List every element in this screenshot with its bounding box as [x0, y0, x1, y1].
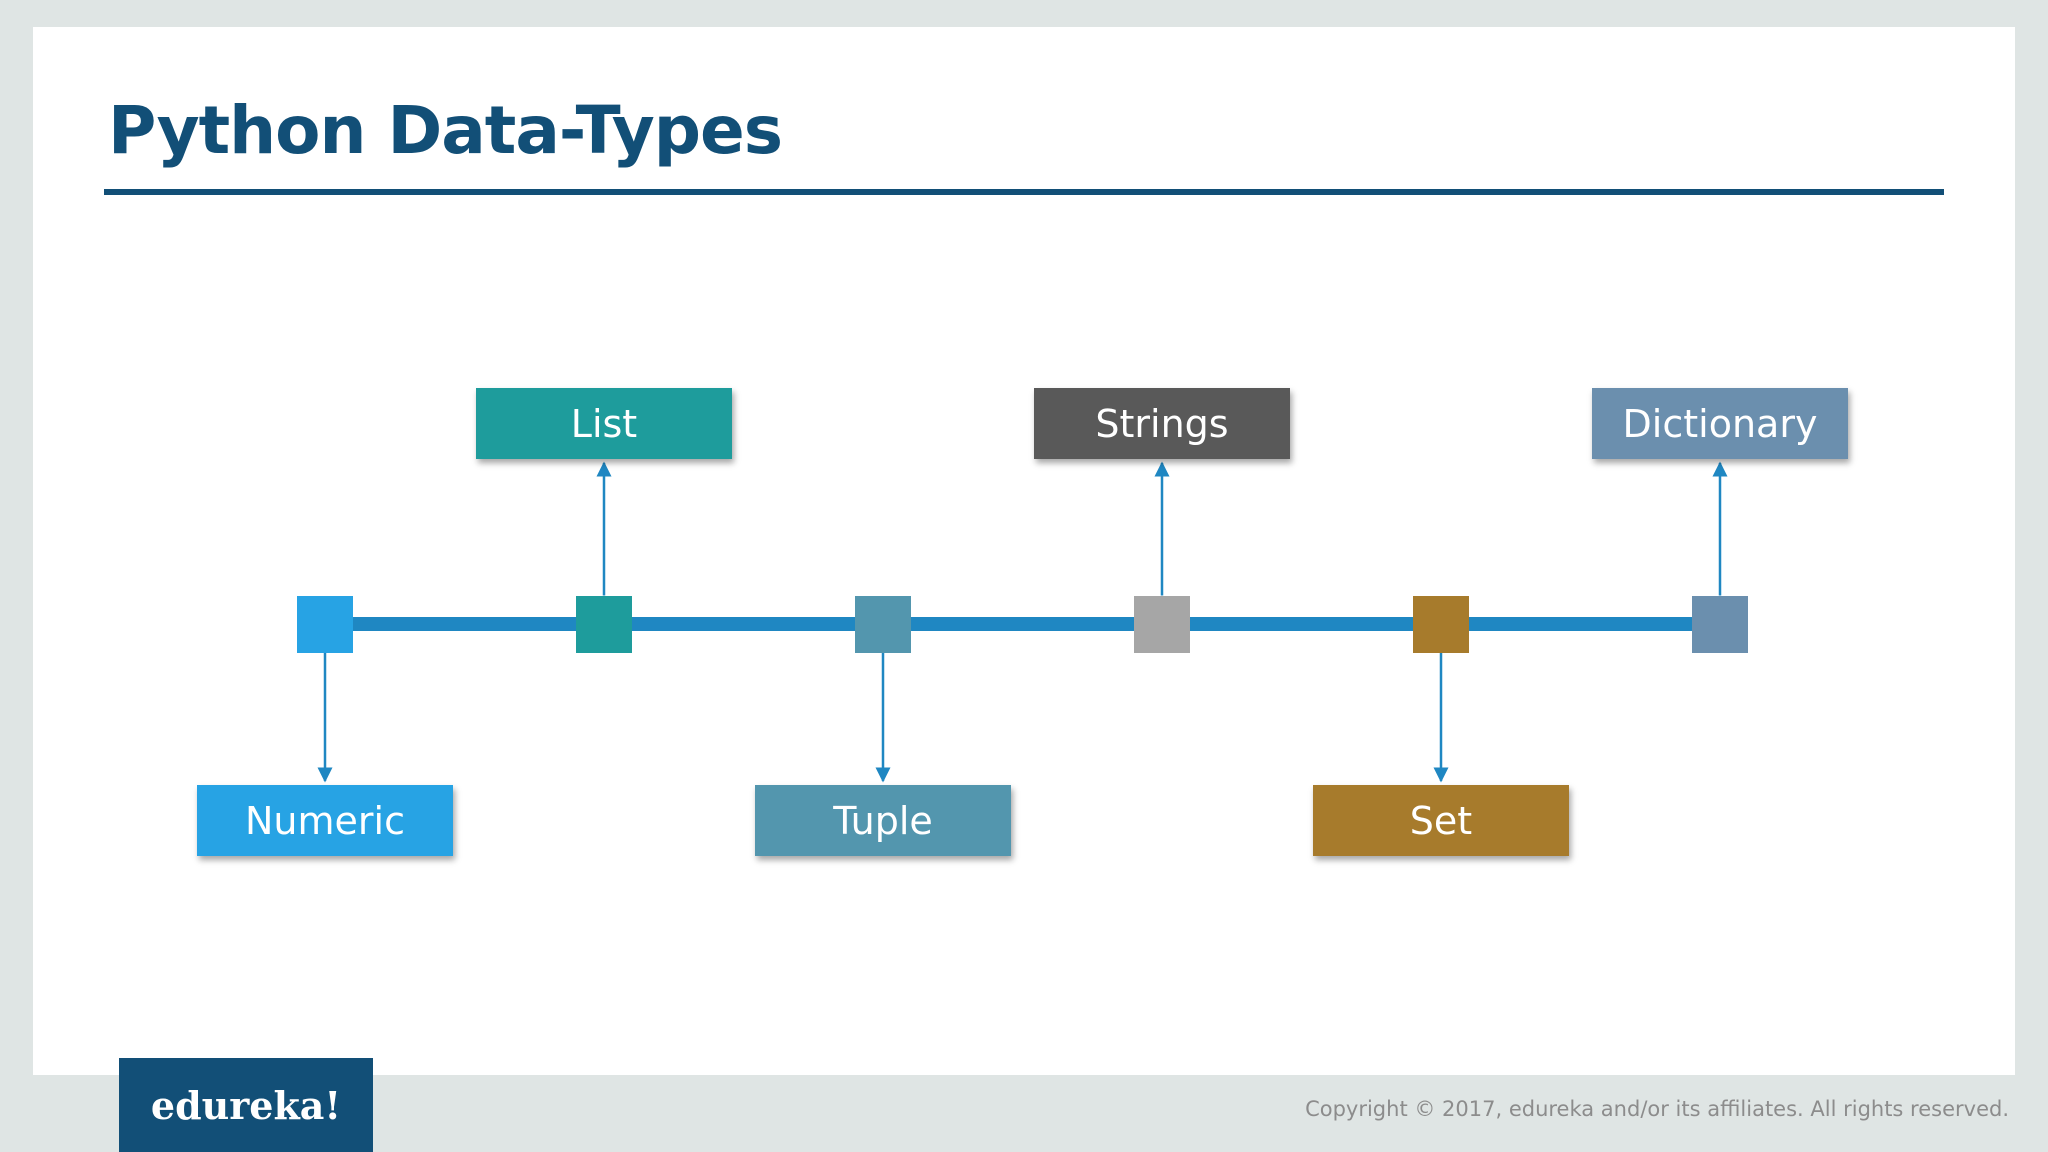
- data-type-label: Strings: [1095, 401, 1229, 446]
- data-type-label: List: [570, 401, 638, 446]
- timeline-node-tuple: [855, 595, 911, 653]
- timeline-node-set: [1413, 595, 1469, 653]
- data-type-box-set: Set: [1313, 785, 1569, 856]
- data-type-label: Numeric: [245, 798, 405, 843]
- data-type-box-strings: Strings: [1034, 388, 1290, 459]
- data-type-box-numeric: Numeric: [197, 785, 453, 856]
- data-type-label: Set: [1409, 798, 1473, 843]
- timeline-node-dictionary: [1692, 595, 1748, 653]
- timeline-node-list: [576, 595, 632, 653]
- data-type-box-dictionary: Dictionary: [1592, 388, 1848, 459]
- slide-canvas: [33, 27, 2015, 1075]
- timeline-node-strings: [1134, 595, 1190, 653]
- copyright-text: Copyright © 2017, edureka and/or its aff…: [1305, 1097, 2009, 1121]
- edureka-logo: edureka!: [119, 1058, 373, 1152]
- data-type-label: Tuple: [833, 798, 933, 843]
- title-underline: [104, 189, 1944, 195]
- timeline-node-numeric: [297, 595, 353, 653]
- data-type-box-tuple: Tuple: [755, 785, 1011, 856]
- slide-title: Python Data-Types: [108, 92, 783, 169]
- data-type-label: Dictionary: [1622, 401, 1818, 446]
- data-type-box-list: List: [476, 388, 732, 459]
